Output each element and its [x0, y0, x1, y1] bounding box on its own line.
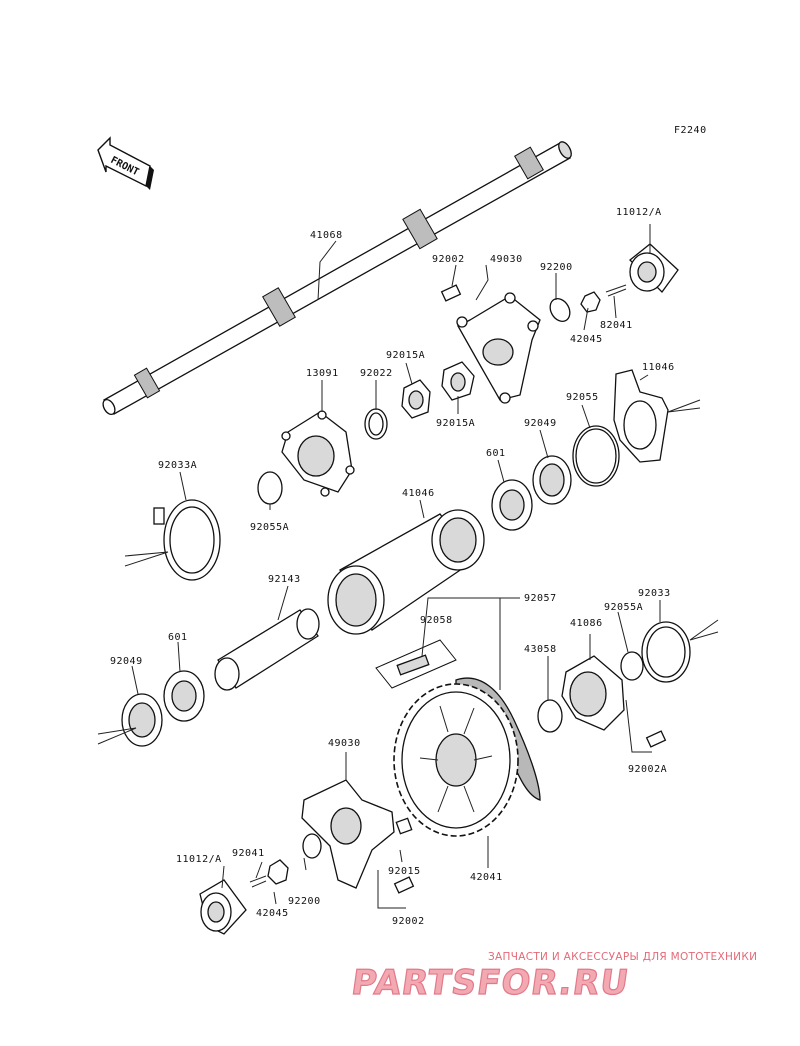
seal-92049-bottom: [121, 693, 163, 747]
part-label-92033: 92033: [638, 588, 671, 599]
sprocket-hub-13091: [281, 410, 355, 497]
part-label-82041-top: 82041: [600, 320, 633, 331]
bolt-92002-top: [440, 284, 462, 302]
part-label-601-bottom: 601: [168, 632, 188, 643]
circlip-92033: [641, 621, 691, 683]
ring-43058: [537, 699, 563, 733]
pointer-left-2: [97, 727, 137, 745]
part-label-42045-bottom: 42045: [256, 908, 289, 919]
part-label-92143: 92143: [268, 574, 301, 585]
part-label-92033a: 92033A: [158, 460, 197, 471]
leader-lines: [131, 224, 661, 909]
watermark-brand: PARTSFOR.RU: [349, 963, 632, 1003]
part-label-41068: 41068: [310, 230, 343, 241]
pointer-right-2: [667, 399, 701, 413]
part-label-92055a-right: 92055A: [604, 602, 643, 613]
coupling-41086: [561, 655, 625, 731]
sleeve-92143: [214, 608, 320, 691]
watermark-tagline: ЗАПЧАСТИ И АКСЕССУАРЫ ДЛЯ МОТОТЕХНИКИ: [488, 951, 757, 963]
part-label-92055: 92055: [566, 392, 599, 403]
part-label-92002-bottom: 92002: [392, 916, 425, 927]
bolt-92002a: [645, 730, 667, 748]
nut-92015: [395, 817, 413, 835]
rear-sprocket-42041: [393, 683, 519, 837]
part-label-92015a-2: 92015A: [436, 418, 475, 429]
hub-cap-top: [629, 243, 679, 293]
cotter-pin-92041: [249, 875, 267, 888]
part-label-49030-top: 49030: [490, 254, 523, 265]
part-label-42041: 42041: [470, 872, 503, 883]
o-ring-92055a-left: [257, 471, 283, 505]
part-label-92058: 92058: [420, 615, 453, 626]
part-label-92041: 92041: [232, 848, 265, 859]
part-label-92022: 92022: [360, 368, 393, 379]
axle-housing-41046: [327, 509, 485, 635]
part-label-92002a: 92002A: [628, 764, 667, 775]
o-ring-92055a-right: [620, 651, 644, 681]
nut-92015a-1: [401, 379, 431, 419]
hub-cap-bottom: [199, 879, 247, 935]
bearing-601-bottom: [163, 670, 205, 722]
part-label-41086: 41086: [570, 618, 603, 629]
washer-92200-bottom: [302, 833, 322, 859]
part-label-601-top: 601: [486, 448, 506, 459]
nut-42045-bottom: [267, 859, 289, 885]
part-label-92200-top: 92200: [540, 262, 573, 273]
part-label-92057: 92057: [524, 593, 557, 604]
part-label-92002-top: 92002: [432, 254, 465, 265]
part-label-11012a-top: 11012/A: [616, 207, 662, 218]
front-arrow: FRONT: [97, 136, 154, 190]
washer-92200-top: [549, 298, 571, 322]
part-label-92200-bottom: 92200: [288, 896, 321, 907]
circlip-92033a: [153, 499, 221, 581]
figure-code: F2240: [674, 125, 707, 136]
part-label-92015a-1: 92015A: [386, 350, 425, 361]
bracket-11046: [613, 369, 669, 463]
master-link-92058: [375, 639, 457, 689]
axle-shaft: [102, 141, 572, 416]
hub-flange-bottom: [301, 779, 395, 889]
pointer-left-1: [124, 551, 169, 567]
seal-92049-top: [532, 455, 572, 505]
nut-42045-top: [580, 291, 601, 313]
part-label-11012a-bottom: 11012/A: [176, 854, 222, 865]
part-label-13091: 13091: [306, 368, 339, 379]
part-label-43058: 43058: [524, 644, 557, 655]
hub-flange-top: [456, 292, 541, 404]
nut-92015a-2: [441, 361, 475, 401]
pointer-right-1: [689, 619, 719, 641]
part-label-41046: 41046: [402, 488, 435, 499]
part-label-11046: 11046: [642, 362, 675, 373]
part-label-92049-bottom: 92049: [110, 656, 143, 667]
bolt-92002-bottom: [393, 876, 415, 894]
part-label-42045-top: 42045: [570, 334, 603, 345]
bearing-601-top: [491, 479, 533, 531]
part-label-92055a-left: 92055A: [250, 522, 289, 533]
cotter-pin-82041: [605, 284, 627, 297]
part-label-49030-bottom: 49030: [328, 738, 361, 749]
part-label-92049-top: 92049: [524, 418, 557, 429]
part-label-92015: 92015: [388, 866, 421, 877]
